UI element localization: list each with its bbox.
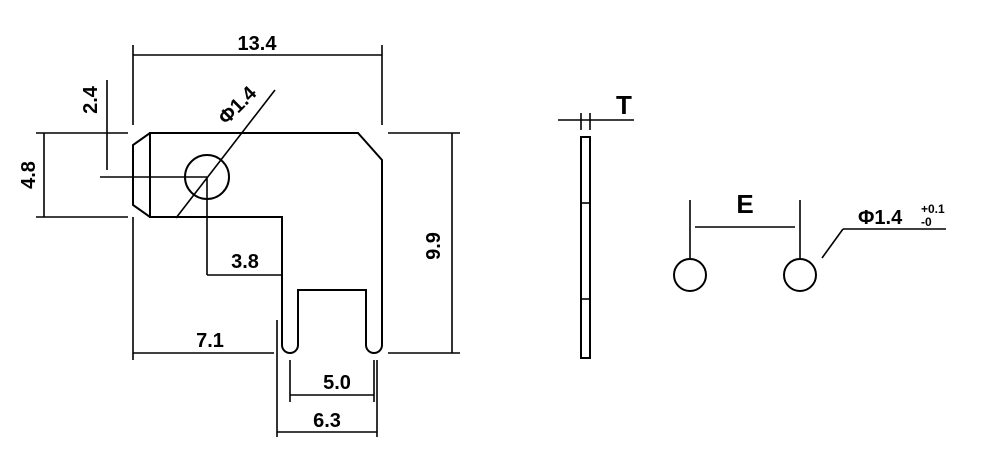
pcb-hole-left: [673, 258, 707, 292]
side-profile: [580, 136, 591, 359]
pcb-layout: E Φ1.4 +0.1 -0: [673, 189, 946, 292]
dim-hole-to-leg: 3.8: [231, 251, 259, 273]
dim-width-overall: 13.4: [238, 33, 278, 55]
dim-hole-offset: 2.4: [80, 85, 102, 114]
dim-pcb-hole-diameter: Φ1.4: [858, 207, 903, 229]
side-view: T: [558, 90, 634, 359]
tol-minus: -0: [921, 215, 932, 229]
dim-spacing: E: [736, 189, 753, 219]
pcb-hole-right: [783, 258, 817, 292]
dim-thickness: T: [616, 90, 632, 120]
tol-plus: +0.1: [921, 202, 945, 216]
dim-tab-height: 4.8: [18, 161, 40, 189]
dim-slot-width: 5.0: [323, 372, 351, 394]
part-outline: [132, 132, 383, 354]
front-view: 13.4 9.9 4.8 2.4 Φ1.4 3.8 7.1 5.0 6: [18, 33, 460, 437]
dim-hole-diameter: Φ1.4: [214, 82, 261, 129]
dim-left-to-leg: 7.1: [196, 330, 224, 352]
dim-legs-width: 6.3: [313, 410, 341, 432]
dim-height-overall: 9.9: [423, 232, 445, 260]
